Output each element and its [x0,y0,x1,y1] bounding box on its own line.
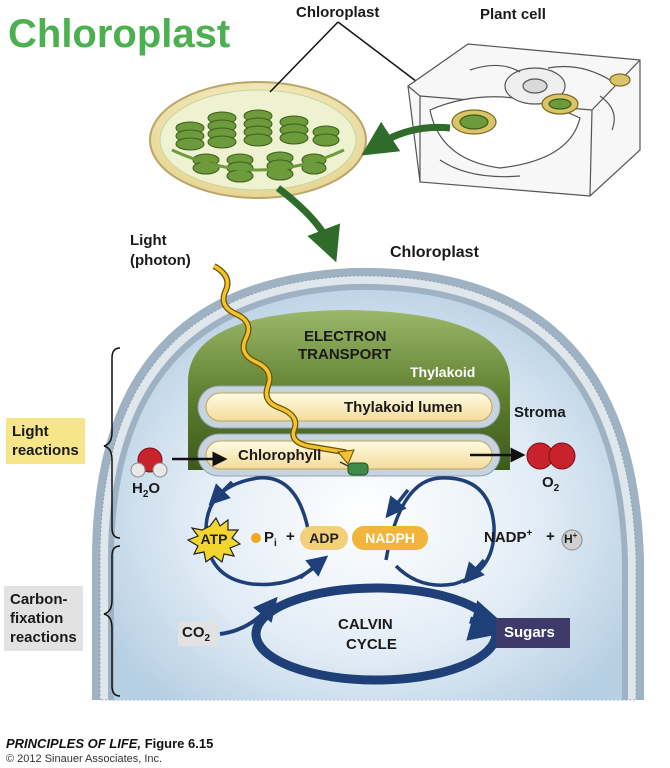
photon-arrowhead [337,449,355,465]
label-plant-cell: Plant cell [480,6,546,23]
light-reactions-line1: Light [12,423,49,440]
label-calvin: CALVIN [338,616,393,633]
label-photon: (photon) [130,252,191,269]
light-reactions-box: Light reactions [6,418,85,464]
label-thylakoid-lumen: Thylakoid lumen [344,399,463,416]
light-reactions-bracket [103,347,121,539]
nadph-cycle-arc [384,476,496,587]
nadph-pill [352,526,428,550]
label-chlorophyll: Chlorophyll [238,447,322,464]
proton-icon [561,529,583,551]
carbon-fixation-box: Carbon- fixation reactions [4,586,83,651]
carbon-fixation-line1: Carbon- [10,591,68,608]
cell-to-chloroplast-arrow [361,121,451,156]
label-o2: O2 [542,474,560,494]
plant-cell-illustration [407,43,641,197]
label-thylakoid: Thylakoid [410,364,476,380]
label-chloroplast-top: Chloroplast [296,4,380,21]
water-molecule-icon [130,447,168,478]
label-cycle: CYCLE [346,636,397,653]
label-transport: TRANSPORT [298,346,392,363]
nadph-arrow [385,488,410,519]
label-h2o: H2O [132,480,161,500]
label-nadph: NADPH [365,530,415,546]
adp-pill [300,526,348,550]
zoom-down-arrow [275,185,341,263]
phosphate-dot-icon [251,533,261,543]
label-nadp: NADP+ [484,528,533,546]
nadp-return-arrow [463,558,486,584]
atp-arrow [208,480,234,506]
label-stroma: Stroma [514,404,566,421]
carbon-fixation-line3: reactions [10,629,77,646]
copyright-text: © 2012 Sinauer Associates, Inc. [6,753,163,765]
atp-starburst-icon [186,516,242,564]
label-atp: ATP [200,531,228,547]
label-h-ion: H+ [564,531,578,546]
light-reactions-line2: reactions [12,442,79,459]
small-chloroplast-illustration [149,81,367,199]
plus-sign-2: + [546,528,555,545]
label-electron: ELECTRON [304,328,387,345]
label-light: Light [130,232,167,249]
photon-core [213,264,348,459]
carbon-fixation-bracket [103,545,121,697]
label-chloroplast-main: Chloroplast [390,244,479,261]
label-sugars: Sugars [504,624,555,641]
pointer-line-small [269,21,339,93]
co2-in-arrow [219,596,278,636]
plus-sign-1: + [286,528,295,545]
figure-caption: PRINCIPLES OF LIFE, Figure 6.15 [6,736,214,751]
oxygen-molecule-icon [526,442,576,470]
sugars-out-arrow [466,600,513,641]
carbon-fixation-line2: fixation [10,610,64,627]
page-title: Chloroplast [8,12,231,56]
label-pi: Pi [264,529,277,549]
adp-arrow [298,555,329,580]
sugars-box [496,618,570,648]
label-co2: CO2 [182,624,211,644]
label-adp: ADP [309,530,339,546]
co2-box [178,622,218,646]
